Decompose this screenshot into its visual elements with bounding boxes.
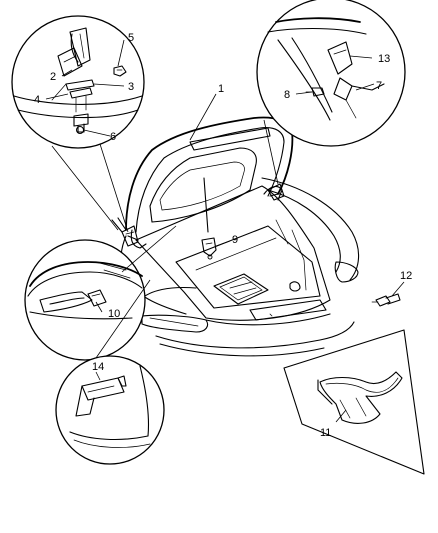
part-number-labels: 1 2 3 4 5 6 7 8 9 10 11 12 13 14 bbox=[34, 32, 412, 439]
part-9-latch bbox=[201, 237, 217, 260]
label-part-5: 5 bbox=[128, 32, 134, 44]
callout-weatherstrip-detail bbox=[24, 239, 146, 361]
label-part-3: 3 bbox=[128, 81, 134, 93]
callout-part-14-connector bbox=[95, 279, 151, 359]
part-12-push-pin bbox=[371, 281, 405, 307]
label-part-8: 8 bbox=[284, 89, 290, 101]
label-part-12: 12 bbox=[400, 270, 412, 282]
vehicle-rear-view bbox=[120, 177, 360, 357]
part-11-panel-inset bbox=[283, 329, 425, 475]
trunk-lid bbox=[111, 116, 294, 260]
label-part-7: 7 bbox=[376, 80, 382, 92]
label-part-10: 10 bbox=[108, 308, 120, 320]
callout-part-14-detail bbox=[55, 355, 165, 465]
label-part-14: 14 bbox=[92, 361, 104, 373]
leader-part-9 bbox=[215, 240, 231, 247]
callout-mid-left-connector bbox=[121, 225, 177, 273]
label-part-11: 11 bbox=[320, 427, 331, 439]
callout-release-detail bbox=[256, 0, 406, 147]
callout-top-right-connector bbox=[263, 119, 279, 185]
label-part-9: 9 bbox=[232, 234, 238, 246]
label-part-1: 1 bbox=[218, 83, 224, 95]
callout-hinge-detail bbox=[11, 15, 145, 149]
label-part-6: 6 bbox=[110, 131, 116, 143]
leader-part-1 bbox=[189, 93, 217, 141]
label-part-2: 2 bbox=[50, 71, 56, 83]
label-part-4: 4 bbox=[34, 94, 40, 106]
label-part-13: 13 bbox=[378, 53, 390, 65]
callout-1-connector bbox=[51, 143, 129, 233]
